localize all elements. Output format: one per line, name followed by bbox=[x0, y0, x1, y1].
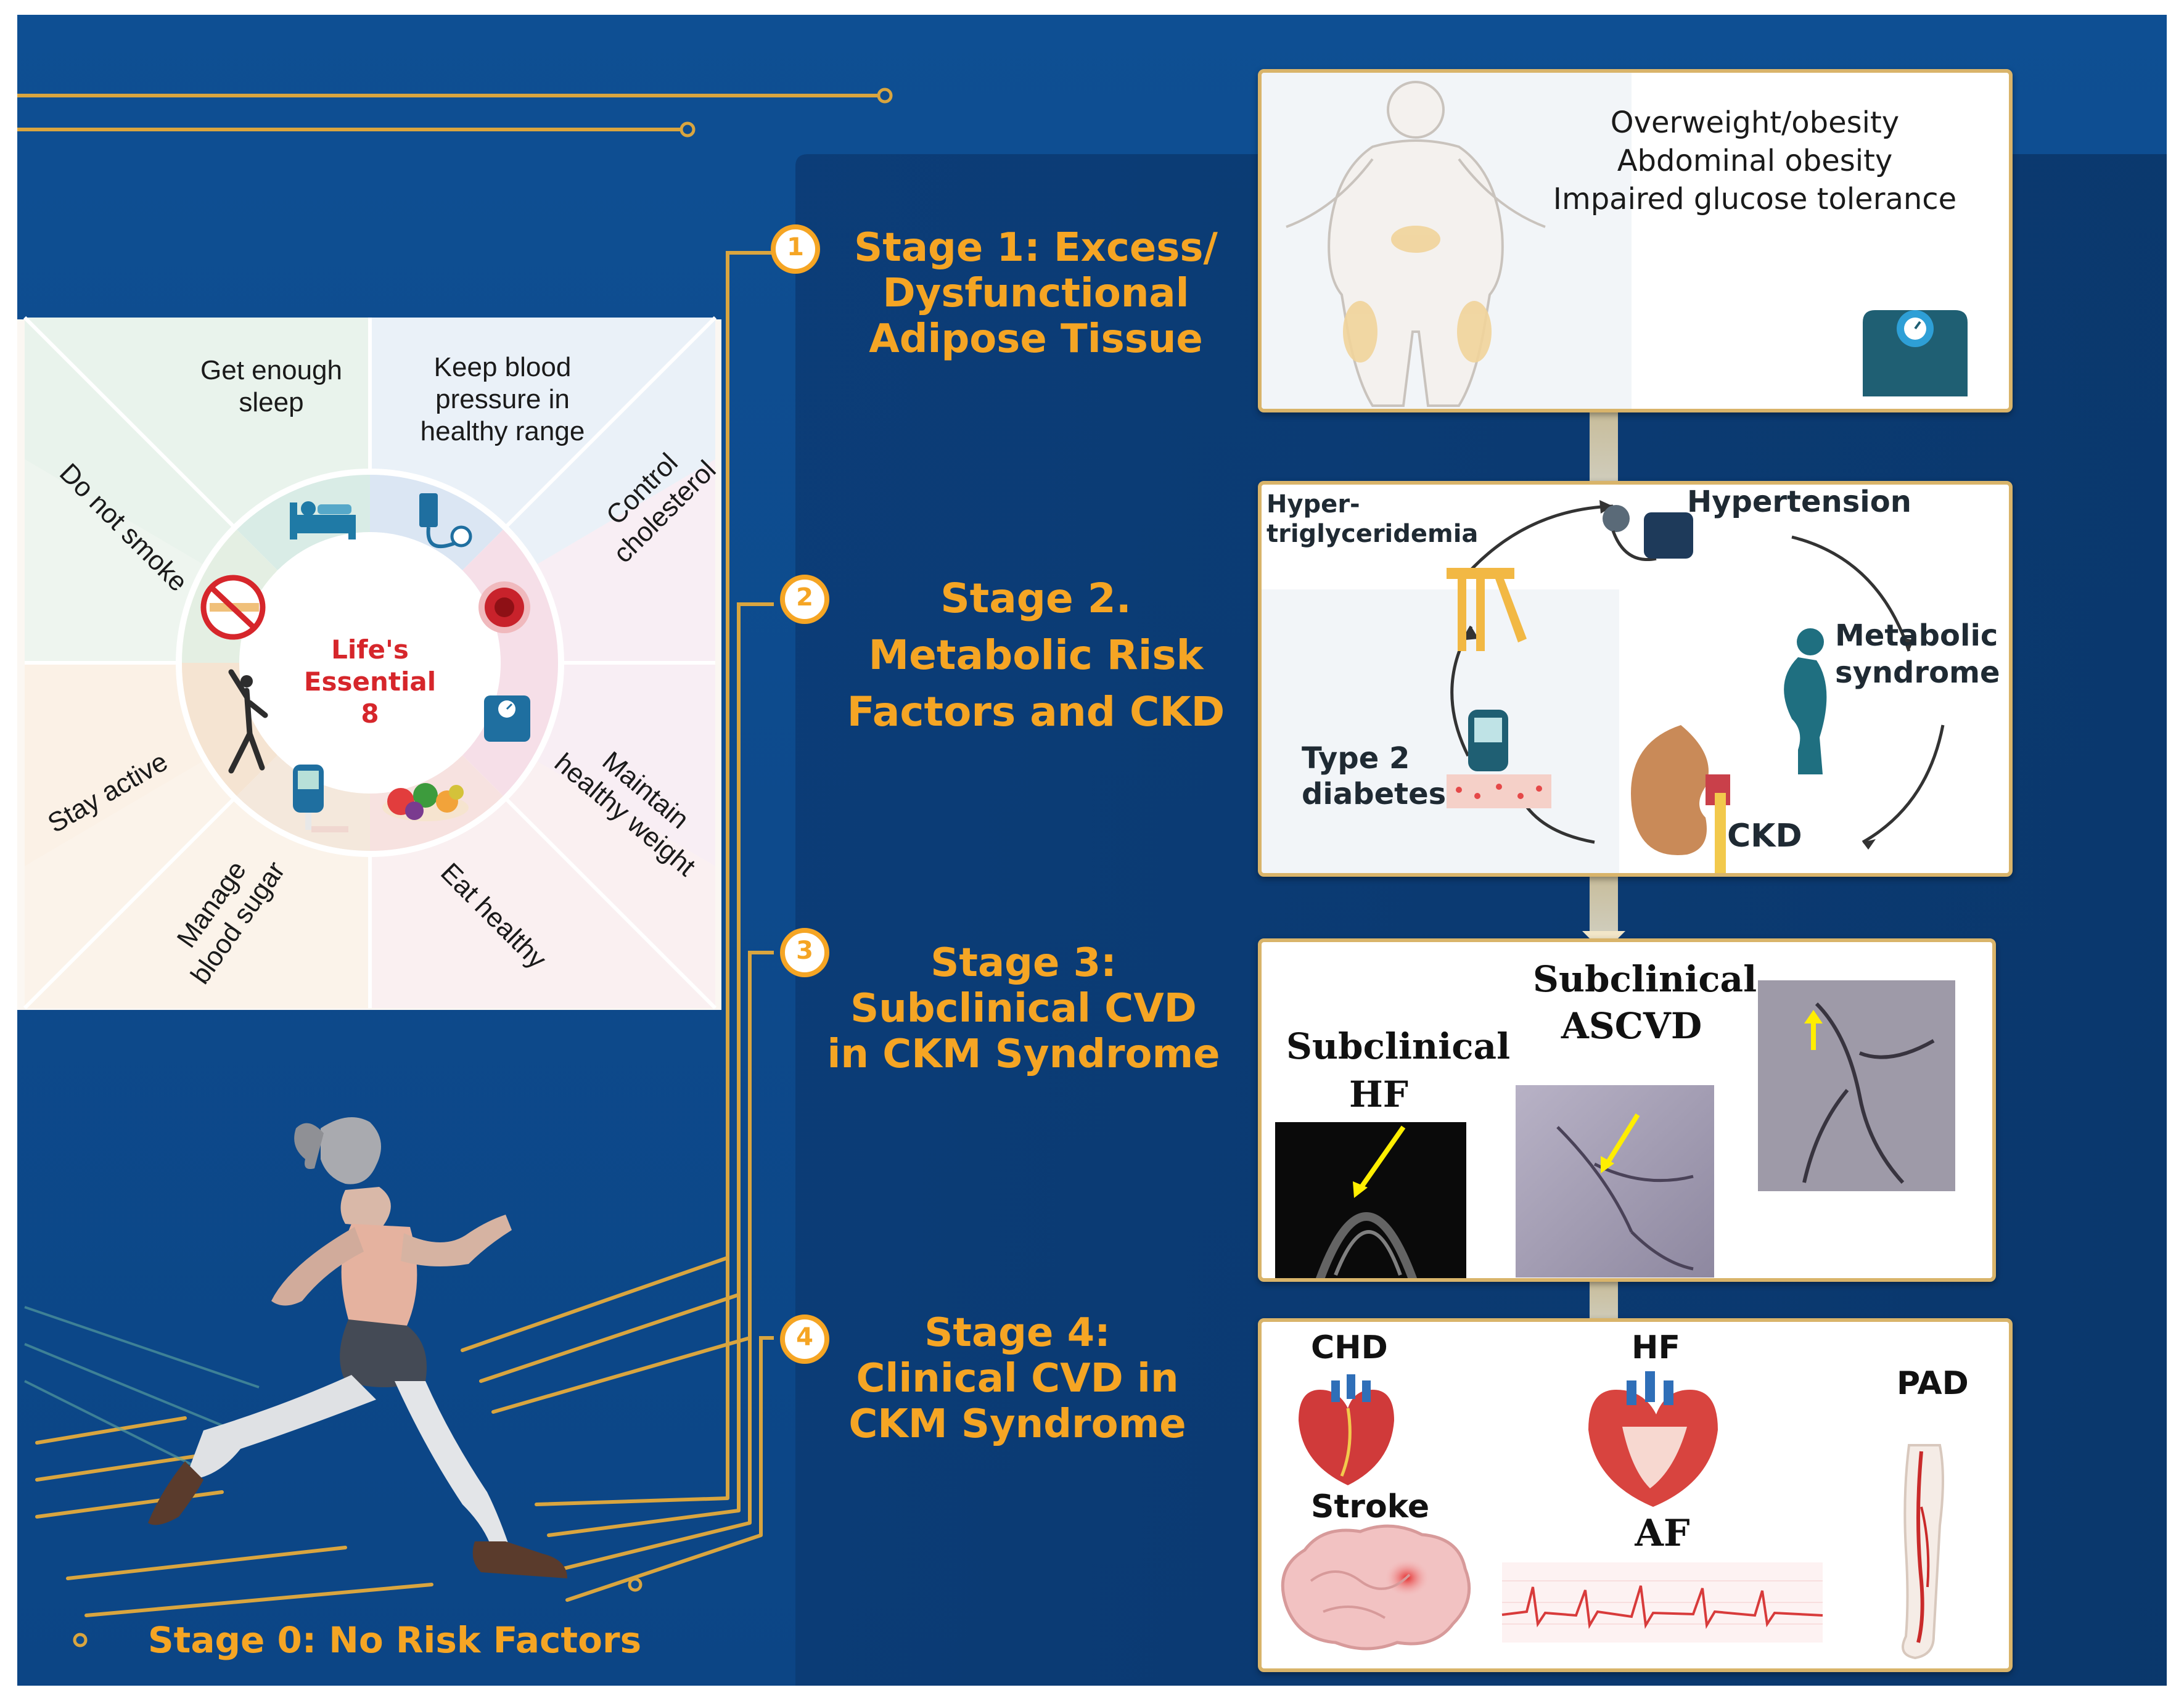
stage2-panel: Hyper-triglyceridemia Hypertension Metab… bbox=[1258, 481, 2013, 877]
label-hypertension: Hypertension bbox=[1687, 485, 1911, 519]
stage-connector-lines bbox=[726, 251, 774, 1535]
label-stroke: Stroke bbox=[1311, 1488, 1430, 1525]
label-ckd: CKD bbox=[1727, 818, 1802, 855]
stage3-number: 3 bbox=[796, 937, 813, 965]
coronary-angiogram-image bbox=[1758, 980, 1955, 1191]
stage3-title: Stage 3: Subclinical CVD in CKM Syndrome bbox=[827, 940, 1220, 1077]
metabolic-syndrome-body-icon bbox=[1784, 628, 1827, 774]
glucose-meter-icon bbox=[293, 765, 348, 832]
angiogram-image bbox=[1516, 1085, 1714, 1278]
runner-figure bbox=[148, 1117, 567, 1578]
le8-wheel-panel bbox=[17, 316, 721, 1010]
leg-pad-icon bbox=[1902, 1444, 1944, 1660]
label-hf: HF bbox=[1632, 1329, 1681, 1366]
stage1-title: Stage 1: Excess/ Dysfunctional Adipose T… bbox=[854, 225, 1218, 362]
label-type2-diabetes: Type 2 diabetes bbox=[1302, 741, 1447, 811]
scale-icon bbox=[484, 695, 530, 742]
stage0-title: Stage 0: No Risk Factors bbox=[147, 1619, 642, 1661]
stage-badges bbox=[771, 224, 829, 1364]
le8-label-sleep: Get enough sleep bbox=[200, 355, 342, 417]
ecg-af-icon bbox=[1501, 1562, 1823, 1643]
stage1-panel-art bbox=[1262, 73, 1968, 409]
stage3-panel: Subclinical HF Subclinical ASCVD bbox=[1258, 938, 1996, 1282]
stage1-line-glucose: Impaired glucose tolerance bbox=[1553, 182, 1957, 216]
label-af: AF bbox=[1635, 1512, 1690, 1555]
stage1-number: 1 bbox=[787, 233, 804, 261]
blood-pressure-monitor-icon bbox=[1603, 505, 1693, 561]
stretching-person-icon bbox=[228, 669, 268, 774]
brain-stroke-icon bbox=[1281, 1524, 1471, 1651]
le8-label-blood-pressure: Keep blood pressure in healthy range bbox=[420, 352, 585, 446]
stage1-line-overweight: Overweight/obesity bbox=[1610, 105, 1900, 140]
label-subclinical-ascvd: Subclinical ASCVD bbox=[1533, 958, 1757, 1047]
heart-chd-icon bbox=[1299, 1374, 1394, 1485]
glucose-meter-icon bbox=[1447, 710, 1551, 808]
stage4-panel: CHD HF PAD Stroke AF bbox=[1258, 1318, 2013, 1672]
fruits-vegetables-icon bbox=[382, 783, 469, 821]
stage1-line-abdominal: Abdominal obesity bbox=[1617, 144, 1893, 178]
stage1-panel: Overweight/obesity Abdominal obesity Imp… bbox=[1258, 69, 2013, 412]
triglyceride-icon bbox=[1447, 568, 1527, 651]
bed-icon bbox=[290, 501, 356, 539]
label-hypertriglyceridemia: Hyper-triglyceridemia bbox=[1266, 490, 1479, 548]
stage4-title: Stage 4: Clinical CVD in CKM Syndrome bbox=[848, 1310, 1186, 1447]
no-smoking-icon bbox=[200, 575, 266, 640]
blood-pressure-cuff-icon bbox=[419, 493, 472, 549]
top-gold-lines bbox=[17, 94, 885, 131]
echocardiogram-image bbox=[1275, 1122, 1466, 1278]
stage2-title: Stage 2. Metabolic Risk Factors and CKD bbox=[847, 575, 1225, 736]
stage4-number: 4 bbox=[796, 1323, 813, 1351]
le8-center-title-text: Life's Essential bbox=[303, 634, 437, 697]
label-subclinical-hf: Subclinical HF bbox=[1286, 1025, 1511, 1115]
le8-center-title: Life's Essential 8 bbox=[271, 634, 469, 730]
label-chd: CHD bbox=[1311, 1329, 1388, 1366]
scale-icon bbox=[1863, 310, 1968, 396]
heart-hf-icon bbox=[1588, 1371, 1718, 1507]
stage1-panel-text: Overweight/obesity Abdominal obesity Imp… bbox=[1508, 104, 2001, 218]
runner-speed-lines bbox=[35, 1256, 763, 1617]
artery-icon bbox=[478, 581, 530, 633]
le8-center-number: 8 bbox=[361, 699, 379, 729]
stage2-number: 2 bbox=[796, 583, 813, 612]
label-pad: PAD bbox=[1897, 1365, 1969, 1402]
stage2-panel-art bbox=[1262, 500, 1945, 873]
stage3-panel-art bbox=[1275, 980, 1955, 1278]
stage4-panel-art bbox=[1281, 1371, 1944, 1660]
label-metabolic-syndrome: Metabolic syndrome bbox=[1835, 618, 2000, 690]
kidney-icon bbox=[1631, 725, 1730, 873]
